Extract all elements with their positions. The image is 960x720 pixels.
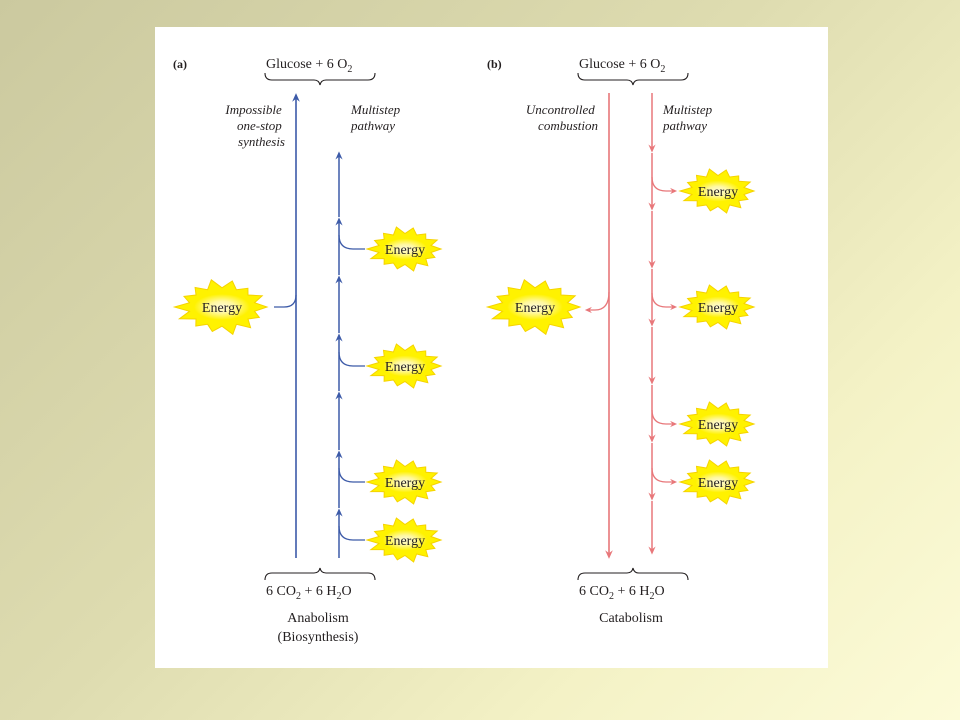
- energy-label: Energy: [385, 360, 425, 375]
- panel-a-bottom-brace: [264, 567, 376, 581]
- energy-starburst: Energy: [172, 279, 269, 336]
- energy-label: Energy: [698, 476, 738, 491]
- starburst-core: [382, 529, 428, 551]
- anabolic-energy-branch: [338, 467, 365, 483]
- panel-b-left-path-label: Uncontrolled combustion: [526, 102, 598, 133]
- energy-starburst: Energy: [678, 284, 756, 330]
- catabolic-energy-branches: [651, 176, 678, 486]
- catabolic-energy-branch: [651, 292, 678, 311]
- panel-a-tag: (a): [173, 57, 187, 71]
- energy-starburst: Energy: [365, 459, 443, 505]
- one-stop-energy-branch: [274, 294, 297, 308]
- energy-starburst: Energy: [365, 226, 443, 272]
- panel-a-left-path-label: Impossible one-stop synthesis: [224, 102, 285, 149]
- panel-b: (b) Glucose + 6 O2 Uncontrolled combusti…: [487, 57, 715, 626]
- energy-starburst: Energy: [678, 459, 756, 505]
- panel-a-top-brace: [264, 72, 376, 86]
- energy-starburst: Energy: [485, 279, 582, 336]
- panel-b-top-formula: Glucose + 6 O2: [579, 57, 665, 75]
- panel-a-right-path-label: Multistep pathway: [350, 102, 403, 133]
- energy-label: Energy: [385, 476, 425, 491]
- panel-a-top-formula: Glucose + 6 O2: [266, 57, 352, 75]
- energy-starburst: Energy: [678, 168, 756, 214]
- anabolic-energy-branches: [338, 234, 365, 541]
- starburst-core: [382, 355, 428, 377]
- panel-b-top-brace: [577, 72, 689, 86]
- catabolic-energy-branch: [651, 409, 678, 428]
- energy-bursts: EnergyEnergyEnergyEnergyEnergyEnergyEner…: [172, 168, 756, 563]
- starburst-core: [695, 180, 741, 202]
- panel-a: (a) Glucose + 6 O2 Impossible one-stop s…: [173, 57, 403, 645]
- starburst-core: [382, 471, 428, 493]
- starburst-core: [507, 294, 563, 320]
- energy-label: Energy: [698, 418, 738, 433]
- panel-b-bottom-brace: [577, 567, 689, 581]
- starburst-core: [194, 294, 250, 320]
- catabolic-energy-branch: [651, 176, 678, 195]
- catabolism-label: Catabolism: [599, 611, 663, 626]
- starburst-core: [695, 413, 741, 435]
- biosynthesis-label: (Biosynthesis): [278, 630, 359, 645]
- energy-label: Energy: [698, 185, 738, 200]
- anabolism-label: Anabolism: [287, 611, 349, 626]
- energy-label: Energy: [385, 534, 425, 549]
- panel-b-bottom-formula: 6 CO2 + 6 H2O: [579, 584, 665, 602]
- starburst-core: [695, 296, 741, 318]
- energy-label: Energy: [202, 301, 242, 316]
- energy-label: Energy: [515, 301, 555, 316]
- energy-starburst: Energy: [365, 343, 443, 389]
- metabolism-diagram: (a) Glucose + 6 O2 Impossible one-stop s…: [172, 57, 756, 645]
- energy-label: Energy: [385, 243, 425, 258]
- anabolic-energy-branch: [338, 525, 365, 541]
- energy-starburst: Energy: [678, 401, 756, 447]
- combustion-energy-branch: [584, 291, 610, 314]
- anabolic-energy-branch: [338, 234, 365, 250]
- panel-b-tag: (b): [487, 57, 502, 71]
- starburst-core: [382, 238, 428, 260]
- anabolic-energy-branch: [338, 351, 365, 367]
- figure-card: (a) Glucose + 6 O2 Impossible one-stop s…: [155, 27, 828, 668]
- energy-starburst: Energy: [365, 517, 443, 563]
- catabolic-energy-branch: [651, 467, 678, 486]
- starburst-core: [695, 471, 741, 493]
- panel-a-bottom-formula: 6 CO2 + 6 H2O: [266, 584, 352, 602]
- panel-b-right-path-label: Multistep pathway: [662, 102, 715, 133]
- energy-label: Energy: [698, 301, 738, 316]
